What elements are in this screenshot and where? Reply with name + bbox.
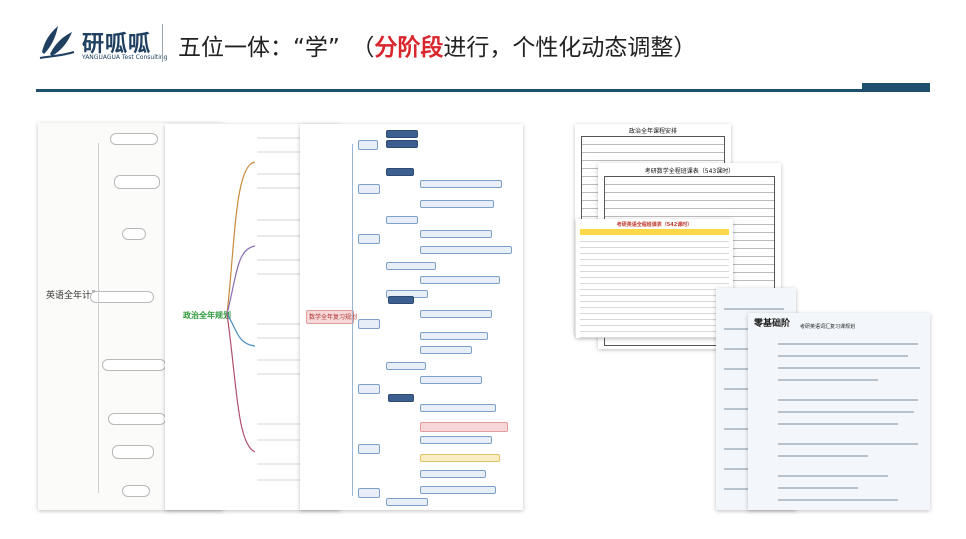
title-suffix: 进行，个性化动态调整）	[443, 35, 697, 61]
mindmap-node	[420, 376, 482, 384]
math-schedule-title: 考研数学全程班课表（543课时）	[644, 168, 735, 175]
brand-logo: 研呱呱 YANGUAGUA Test Consulting	[36, 20, 168, 66]
mindmap-node	[420, 422, 508, 432]
mindmap-node	[388, 394, 414, 402]
mindmap-node	[102, 359, 166, 371]
mindmap-node	[386, 130, 418, 138]
mindmap-node	[386, 140, 418, 148]
table-header-row	[580, 229, 729, 235]
mindmap-node	[420, 346, 472, 354]
mindmap-node	[122, 485, 150, 497]
english-plan-label: 英语全年计划	[46, 291, 101, 301]
mindmap-node	[122, 228, 146, 240]
english-schedule-title: 考研英语全程班课表（542课时）	[616, 222, 693, 228]
english-schedule-table: 考研英语全程班课表（542课时）	[576, 219, 733, 338]
vocab-page-subheading: 考研英语词汇复习课规划	[800, 324, 856, 330]
mindmap-node	[420, 180, 502, 188]
mindmap-node	[420, 246, 512, 254]
mindmap-node	[386, 498, 428, 506]
politics-plan-label: 政治全年规划	[183, 311, 231, 320]
mindmap-node	[386, 168, 414, 176]
header-rule	[36, 89, 930, 92]
leaf-logo-icon	[39, 26, 75, 59]
mindmap-node	[420, 276, 500, 284]
page-title: 五位一体：“学” （分阶段进行，个性化动态调整）	[178, 28, 696, 62]
mindmap-trunk	[352, 144, 353, 496]
mindmap-node	[386, 216, 418, 224]
politics-schedule-title: 政治全年课程安排	[628, 128, 677, 135]
mindmap-node	[358, 488, 380, 498]
vocab-plan-page: 零基础阶 考研英语词汇复习课规划	[748, 313, 930, 510]
mindmap-node	[388, 296, 414, 304]
mindmap-branch	[98, 143, 99, 493]
mindmap-node	[108, 413, 166, 425]
mindmap-node	[420, 436, 492, 444]
mindmap-node	[110, 133, 158, 145]
mindmap-node	[420, 332, 488, 340]
mindmap-node	[358, 140, 378, 150]
mindmap-node	[386, 362, 426, 370]
title-highlight: 分阶段	[374, 35, 444, 61]
mindmap-node	[112, 445, 154, 459]
table-grid	[580, 236, 729, 338]
mindmap-node	[420, 470, 486, 478]
mindmap-node	[420, 486, 496, 494]
mindmap-node	[358, 184, 380, 194]
mindmap-node	[90, 291, 154, 303]
mindmap-node	[420, 454, 500, 462]
mindmap-node	[386, 262, 436, 270]
mindmap-node	[114, 175, 160, 189]
header-rule-accent	[862, 83, 930, 90]
mindmap-node	[420, 404, 496, 412]
math-plan-mindmap: 数学全年复习规划	[300, 124, 523, 510]
math-plan-root: 数学全年复习规划	[306, 310, 358, 324]
mindmap-node	[358, 444, 380, 454]
title-divider	[162, 24, 163, 62]
mindmap-node	[358, 319, 380, 329]
mindmap-node	[420, 230, 492, 238]
math-plan-label: 数学全年复习规划	[309, 314, 358, 321]
mindmap-node	[358, 234, 380, 244]
mindmap-node	[420, 310, 492, 318]
mindmap-node	[420, 200, 494, 208]
brand-name: 研呱呱	[82, 32, 152, 57]
mindmap-node	[358, 384, 380, 394]
brand-tagline: YANGUAGUA Test Consulting	[82, 54, 168, 61]
vocab-page-heading: 零基础阶	[754, 319, 791, 329]
title-prefix: 五位一体：“学” （	[178, 35, 375, 61]
